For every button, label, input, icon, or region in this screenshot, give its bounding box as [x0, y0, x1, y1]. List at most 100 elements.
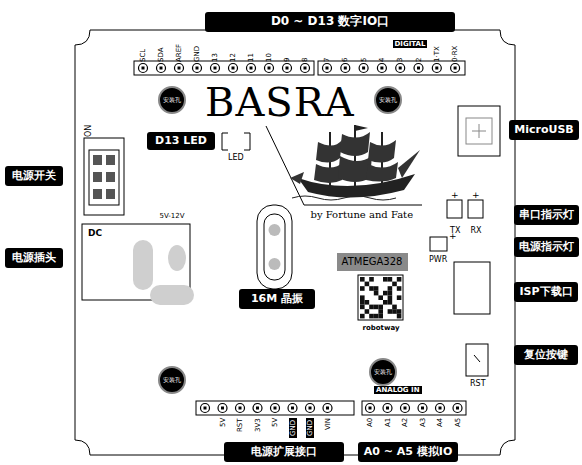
node-text: MicroUSB — [514, 124, 573, 137]
dc-pin — [168, 245, 186, 271]
pin-label: 11 — [247, 53, 255, 62]
pin — [301, 64, 310, 73]
qr-cell — [378, 314, 383, 319]
qr-cell — [365, 309, 370, 314]
pin-label: SCL — [139, 49, 147, 62]
part-label: ON — [84, 125, 94, 137]
pin — [435, 67, 438, 70]
pin — [214, 67, 217, 70]
pin — [201, 404, 210, 413]
node-text: 电源开关 — [12, 170, 56, 183]
led-outline — [447, 200, 462, 218]
section-label: DIGITAL — [393, 40, 428, 48]
part-label: PWR — [429, 255, 447, 265]
pin — [157, 64, 166, 73]
pin-label: 9 — [283, 58, 291, 62]
pin-label: VIN — [324, 418, 332, 430]
pin-label: A3 — [419, 418, 427, 427]
crystal-pin — [269, 258, 281, 270]
qr-code — [360, 277, 401, 318]
pin — [218, 404, 227, 413]
logo-text: BASRA — [205, 78, 355, 126]
qr-cell — [369, 305, 374, 310]
pin-label: 10 — [265, 53, 273, 62]
pin — [421, 407, 424, 410]
pin — [204, 407, 207, 410]
qr-cell — [369, 277, 374, 282]
dc-pin — [133, 240, 153, 290]
pin — [288, 404, 297, 413]
slogan: by Fortune and Fate — [311, 209, 414, 221]
pin — [268, 67, 271, 70]
pin — [414, 64, 423, 73]
callout-box: 串口指示灯 — [514, 205, 579, 225]
pin-label: A2 — [401, 418, 409, 427]
pin-label: A1 — [384, 418, 392, 427]
mounting-hole: 安装孔 — [158, 366, 186, 394]
polarity-mark: + — [451, 190, 459, 201]
pin-label: 4 — [378, 58, 386, 62]
switch-pad — [106, 189, 115, 199]
pin — [236, 404, 245, 413]
pin — [253, 404, 262, 413]
callout-box: ISP下载口 — [514, 282, 578, 302]
node-text: D0 ~ D13 数字IO口 — [271, 15, 389, 29]
pin — [291, 407, 294, 410]
pin — [344, 67, 347, 70]
node-text: 安装孔 — [379, 97, 397, 104]
qr-cell — [360, 277, 365, 282]
pin-label: A5 — [454, 418, 462, 427]
qr-cell — [392, 305, 397, 310]
qr-cell — [388, 295, 393, 300]
qr-cell — [360, 300, 365, 305]
qr-cell — [374, 286, 379, 291]
polarity-mark: + — [449, 231, 457, 242]
brand-label: robotway — [363, 324, 400, 332]
qr-cell — [360, 314, 365, 319]
voltage-label: 5V-12V — [160, 212, 185, 220]
node-text: 电源指示灯 — [519, 241, 574, 254]
pin-label: 6 — [341, 58, 349, 62]
pin-label: 7 — [323, 58, 331, 62]
qr-cell — [392, 282, 397, 287]
pin-label: 5 — [360, 58, 368, 62]
callout-box: D0 ~ D13 数字IO口 — [205, 12, 455, 32]
pin — [286, 67, 289, 70]
part-label: LED — [228, 153, 244, 163]
pin — [362, 67, 365, 70]
pin-label: 3 — [396, 58, 404, 62]
usb-connector — [458, 106, 500, 156]
callout-box: 电源开关 — [5, 166, 63, 186]
header-strip — [362, 401, 466, 415]
pin — [142, 67, 145, 70]
callout-box: D13 LED — [147, 132, 215, 150]
switch-pad — [93, 155, 102, 165]
pin — [454, 67, 457, 70]
pin — [175, 64, 184, 73]
callout-box: A0 ~ A5 模拟IO — [358, 442, 458, 462]
node-text: 电源扩展接口 — [251, 446, 317, 459]
node-text: 16M 晶振 — [251, 293, 303, 306]
pin — [326, 67, 329, 70]
qr-cell — [383, 277, 388, 282]
part-label: DC — [88, 228, 102, 239]
switch-pad — [93, 172, 102, 182]
usb-connector — [472, 131, 486, 132]
pin-label: AREF — [175, 44, 183, 62]
pin — [304, 67, 307, 70]
callout-box: 电源插头 — [5, 248, 63, 268]
pin — [256, 407, 259, 410]
logo-frame — [266, 126, 422, 205]
pin — [306, 404, 315, 413]
pin — [239, 407, 242, 410]
pin-label: GND — [193, 46, 201, 62]
qr-cell — [360, 295, 365, 300]
pin-label: SDA — [157, 48, 165, 63]
qr-cell — [397, 277, 402, 282]
pin-label: A4 — [436, 418, 444, 427]
callout-box: 复位按键 — [514, 345, 578, 365]
ship-logo — [290, 125, 420, 200]
pin — [265, 64, 274, 73]
qr-code — [358, 275, 403, 320]
